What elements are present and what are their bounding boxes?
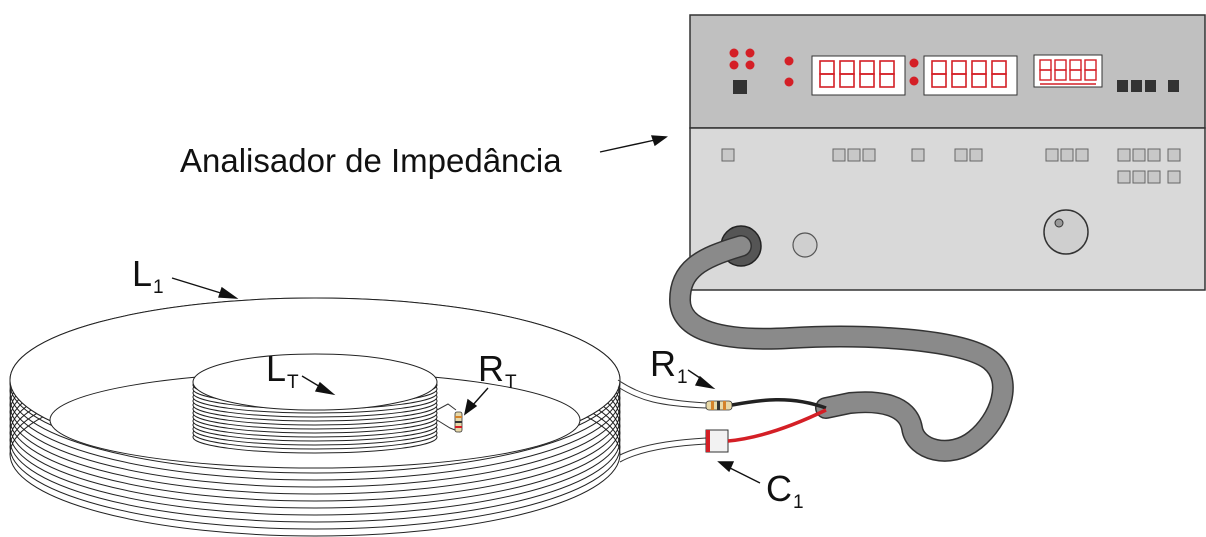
power-button[interactable]: [733, 80, 747, 94]
secondary-connector: [792, 232, 818, 258]
adjust-knob[interactable]: [1043, 209, 1089, 255]
label-R1-main: R: [650, 343, 676, 384]
label-C1-sub: 1: [793, 492, 804, 513]
capacitor-C1: [705, 408, 827, 453]
coil-LT: [192, 353, 438, 454]
label-R1: R1: [650, 343, 688, 388]
led-cluster: [729, 48, 919, 87]
test-cable: [669, 235, 1014, 462]
resistor-R1: [705, 398, 827, 411]
analyzer-caption: Analisador de Impedância: [180, 142, 562, 179]
impedance-analyzer: [689, 14, 1206, 291]
label-arrows: [171, 135, 761, 484]
label-RT: RT: [478, 348, 517, 393]
label-C1-main: C: [766, 468, 792, 509]
label-LT-sub: T: [287, 372, 299, 393]
label-L1-sub: 1: [153, 277, 164, 298]
display-left: [811, 55, 906, 96]
adjust-knob-marker: [1054, 218, 1064, 228]
display-right: [1033, 54, 1103, 88]
label-LT: LT: [266, 348, 299, 393]
label-L1-main: L: [132, 253, 153, 294]
label-C1: C1: [766, 468, 804, 513]
resistor-RT: [436, 403, 463, 433]
label-L1: L1: [132, 253, 164, 298]
label-RT-sub: T: [505, 372, 517, 393]
L1-leads: [617, 379, 707, 463]
label-R1-sub: 1: [677, 367, 688, 388]
label-LT-main: L: [266, 348, 287, 389]
label-RT-main: R: [478, 348, 504, 389]
display-middle: [923, 55, 1018, 96]
function-buttons-dark[interactable]: [1117, 80, 1179, 92]
keypad-buttons[interactable]: [721, 148, 1181, 184]
